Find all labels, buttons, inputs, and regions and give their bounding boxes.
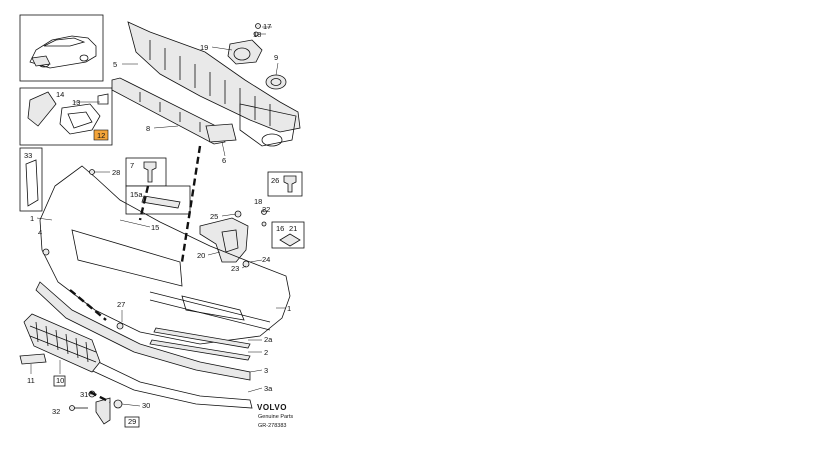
brand-block: VOLVO Genuine Parts GR-278383 xyxy=(257,403,293,429)
drawing-ref: GR-278383 xyxy=(258,423,286,429)
inset-box-lamp xyxy=(19,87,113,146)
brand-name: VOLVO xyxy=(257,403,287,412)
grille xyxy=(23,313,101,373)
center-bracket xyxy=(205,123,237,143)
callout-22: 22 xyxy=(262,205,270,214)
callout-1: 1 xyxy=(30,214,34,223)
callout-16: 16 xyxy=(276,224,284,233)
callout-29: 29 xyxy=(128,417,136,426)
brand-subtitle: Genuine Parts xyxy=(258,414,293,420)
callout-14: 14 xyxy=(56,90,64,99)
impact-beam xyxy=(127,21,301,147)
callout-13: 13 xyxy=(72,98,80,107)
callout-15a: 15a xyxy=(130,190,143,199)
label-frames xyxy=(53,375,140,428)
callout-11: 11 xyxy=(27,376,35,385)
callout-3: 3 xyxy=(264,366,268,375)
emblem xyxy=(19,353,47,365)
side-bracket xyxy=(199,210,250,268)
clip-box-16-21 xyxy=(271,221,305,249)
callout-25: 25 xyxy=(210,212,218,221)
callout-30: 30 xyxy=(142,401,150,410)
callout-3a: 3a xyxy=(264,384,273,393)
callout-7: 7 xyxy=(130,161,134,170)
lower-bracket-29 xyxy=(69,390,123,425)
bumper-cover xyxy=(39,165,291,345)
callout-6: 6 xyxy=(222,156,226,165)
callout-26: 26 xyxy=(271,176,279,185)
callout-2a: 2a xyxy=(264,335,273,344)
callout-27: 27 xyxy=(117,300,125,309)
callout-10: 10 xyxy=(56,376,64,385)
callout-19: 19 xyxy=(200,43,208,52)
assembly-lines xyxy=(69,145,202,404)
callout-33: 33 xyxy=(24,151,32,160)
callout-8: 8 xyxy=(146,124,150,133)
callout-labels: 17 18 19 9 5 14 13 12 8 6 33 7 28 26 15a… xyxy=(24,22,297,426)
callout-18: 18 xyxy=(253,30,261,39)
clip-box-26 xyxy=(267,171,303,197)
callout-24: 24 xyxy=(262,255,270,264)
callout-31: 31 xyxy=(80,390,88,399)
callout-9: 9 xyxy=(274,53,278,62)
callout-12: 12 xyxy=(97,131,105,140)
car-thumbnail xyxy=(19,14,104,82)
callout-28: 28 xyxy=(112,168,120,177)
callout-1b: 1 xyxy=(287,304,291,313)
callout-21: 21 xyxy=(289,224,297,233)
callout-2: 2 xyxy=(264,348,268,357)
leader-lines xyxy=(30,26,286,407)
callout-4: 4 xyxy=(38,228,42,237)
inset-box-strip xyxy=(19,147,43,212)
callout-17: 17 xyxy=(263,22,271,31)
fog-lamp xyxy=(227,39,263,65)
clip-box-7 xyxy=(125,157,167,187)
lower-spoiler-3a xyxy=(81,355,253,409)
fog-lamp-ring xyxy=(265,74,287,90)
fasteners xyxy=(42,23,267,330)
foam-absorber xyxy=(111,77,226,145)
callout-23: 23 xyxy=(231,264,239,273)
trim-strip-2a xyxy=(153,327,251,349)
callout-32: 32 xyxy=(52,407,60,416)
callout-20: 20 xyxy=(197,251,205,260)
callout-18b: 18 xyxy=(254,197,262,206)
lower-spoiler xyxy=(35,281,251,381)
callout-5: 5 xyxy=(113,60,117,69)
callout-15: 15 xyxy=(151,223,159,232)
trim-strip-2 xyxy=(149,339,251,361)
